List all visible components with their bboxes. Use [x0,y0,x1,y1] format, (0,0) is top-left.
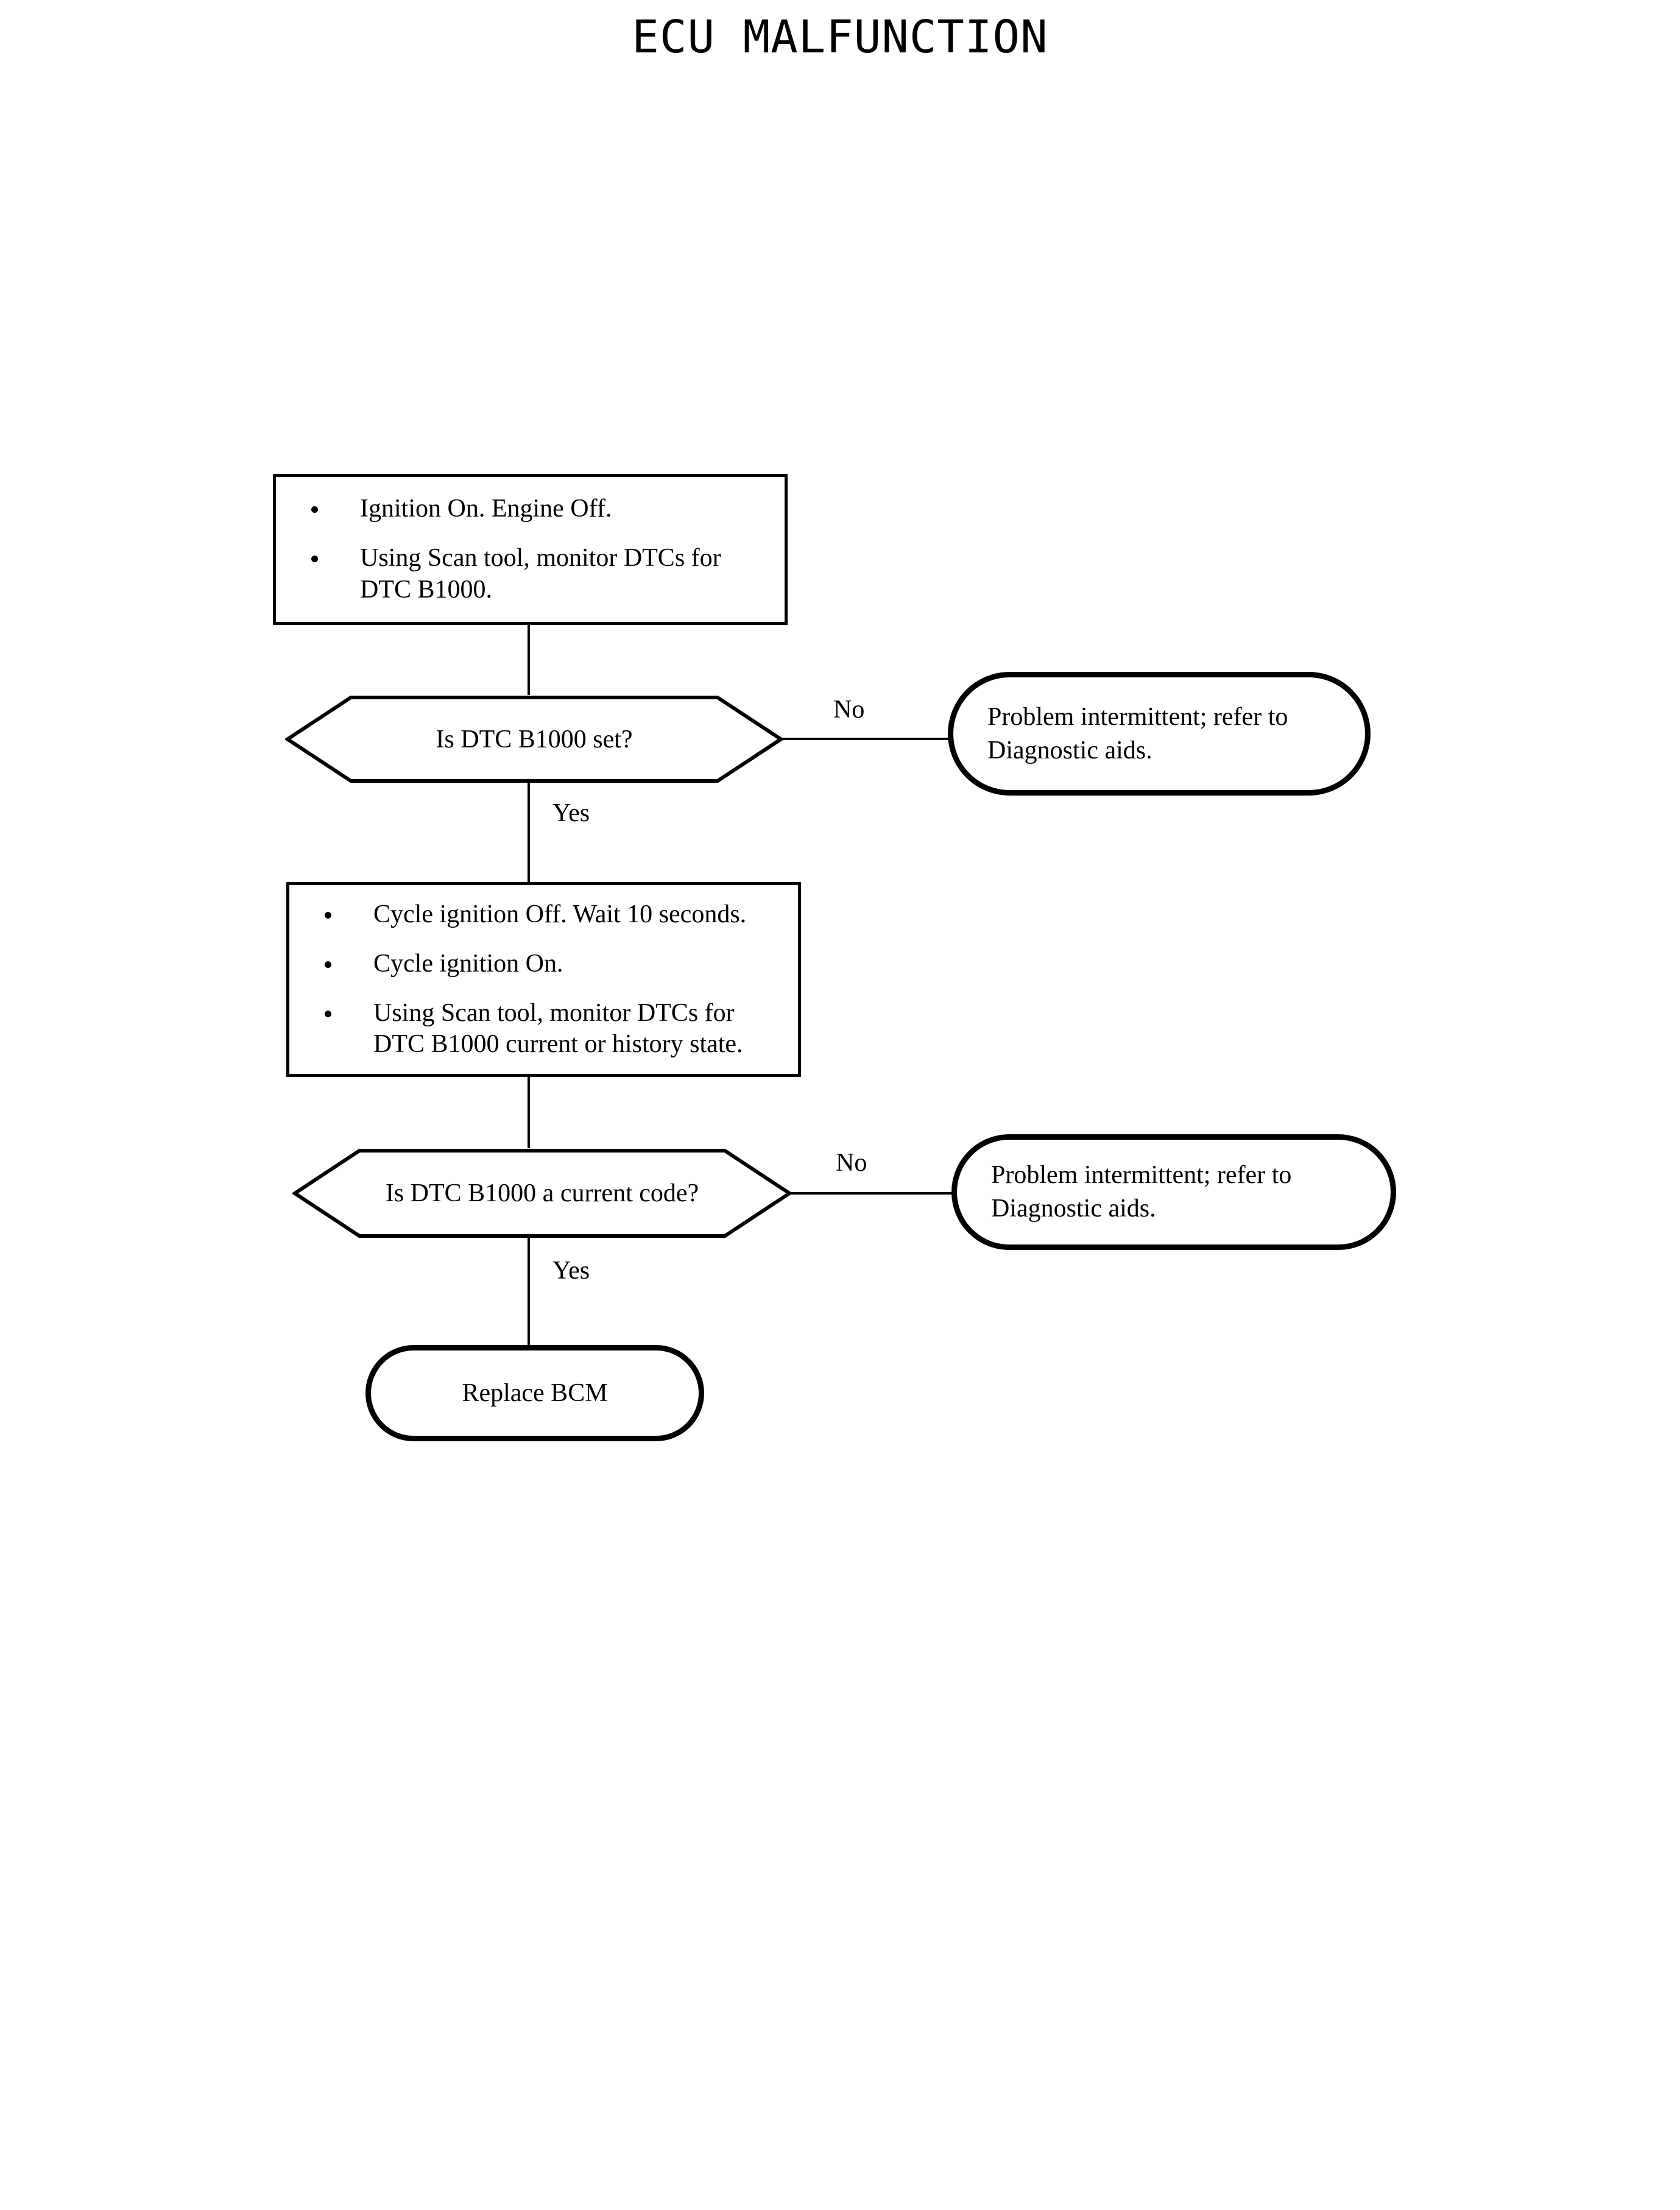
list-item: Ignition On. Engine Off. [308,493,760,524]
list-item: Using Scan tool, monitor DTCs for DTC B1… [321,998,774,1060]
list-item-label: Using Scan tool, monitor DTCs for DTC B1… [360,544,721,604]
list-item-label: Cycle ignition On. [373,949,563,978]
connector-decision1-no [781,738,950,740]
decision-hexagon-1: Is DTC B1000 set? [285,695,783,783]
bullet-dot-icon [325,961,331,968]
step2-bullet-list: Cycle ignition Off. Wait 10 seconds. Cyc… [289,899,798,1061]
decision-hexagon-2: Is DTC B1000 a current code? [292,1148,792,1238]
list-item: Cycle ignition On. [321,948,774,980]
decision-1-label: Is DTC B1000 set? [436,725,633,754]
terminator-problem-intermittent-2: Problem intermittent; refer to Diagnosti… [951,1134,1396,1250]
decision-2-label: Is DTC B1000 a current code? [385,1179,699,1207]
bullet-dot-icon [311,556,318,563]
list-item-label: Cycle ignition Off. Wait 10 seconds. [373,900,747,928]
process-box-step1: Ignition On. Engine Off. Using Scan tool… [273,474,788,625]
connector-step2-to-decision2 [528,1077,530,1151]
connector-decision2-no [789,1192,954,1195]
page-title: ECU MALFUNCTION [632,11,1048,63]
bullet-dot-icon [325,1011,331,1017]
list-item-label: Ignition On. Engine Off. [360,495,612,523]
terminator-1-line-1: Problem intermittent; refer to [987,702,1288,731]
process-box-step2: Cycle ignition Off. Wait 10 seconds. Cyc… [286,882,801,1077]
terminator-problem-intermittent-1: Problem intermittent; refer to Diagnosti… [948,672,1371,796]
bullet-dot-icon [325,911,331,919]
connector-decision1-yes [528,780,530,884]
edge-label-no-2: No [836,1149,867,1177]
terminator-2-line-2: Diagnostic aids. [991,1195,1156,1223]
step1-bullet-list: Ignition On. Engine Off. Using Scan tool… [276,493,785,605]
connector-step1-to-decision1 [528,625,530,698]
list-item-label: Using Scan tool, monitor DTCs for DTC B1… [373,999,743,1059]
terminator-1-line-2: Diagnostic aids. [987,736,1152,764]
edge-label-yes-1: Yes [552,799,590,827]
bullet-dot-icon [311,506,318,514]
list-item: Using Scan tool, monitor DTCs for DTC B1… [308,543,760,605]
list-item: Cycle ignition Off. Wait 10 seconds. [321,899,774,930]
terminator-2-line-1: Problem intermittent; refer to [991,1161,1292,1190]
connector-decision2-yes [528,1235,530,1345]
edge-label-yes-2: Yes [552,1257,590,1285]
terminator-replace-bcm: Replace BCM [365,1345,704,1441]
terminator-3-line-1: Replace BCM [462,1379,608,1407]
edge-label-no-1: No [833,696,865,724]
